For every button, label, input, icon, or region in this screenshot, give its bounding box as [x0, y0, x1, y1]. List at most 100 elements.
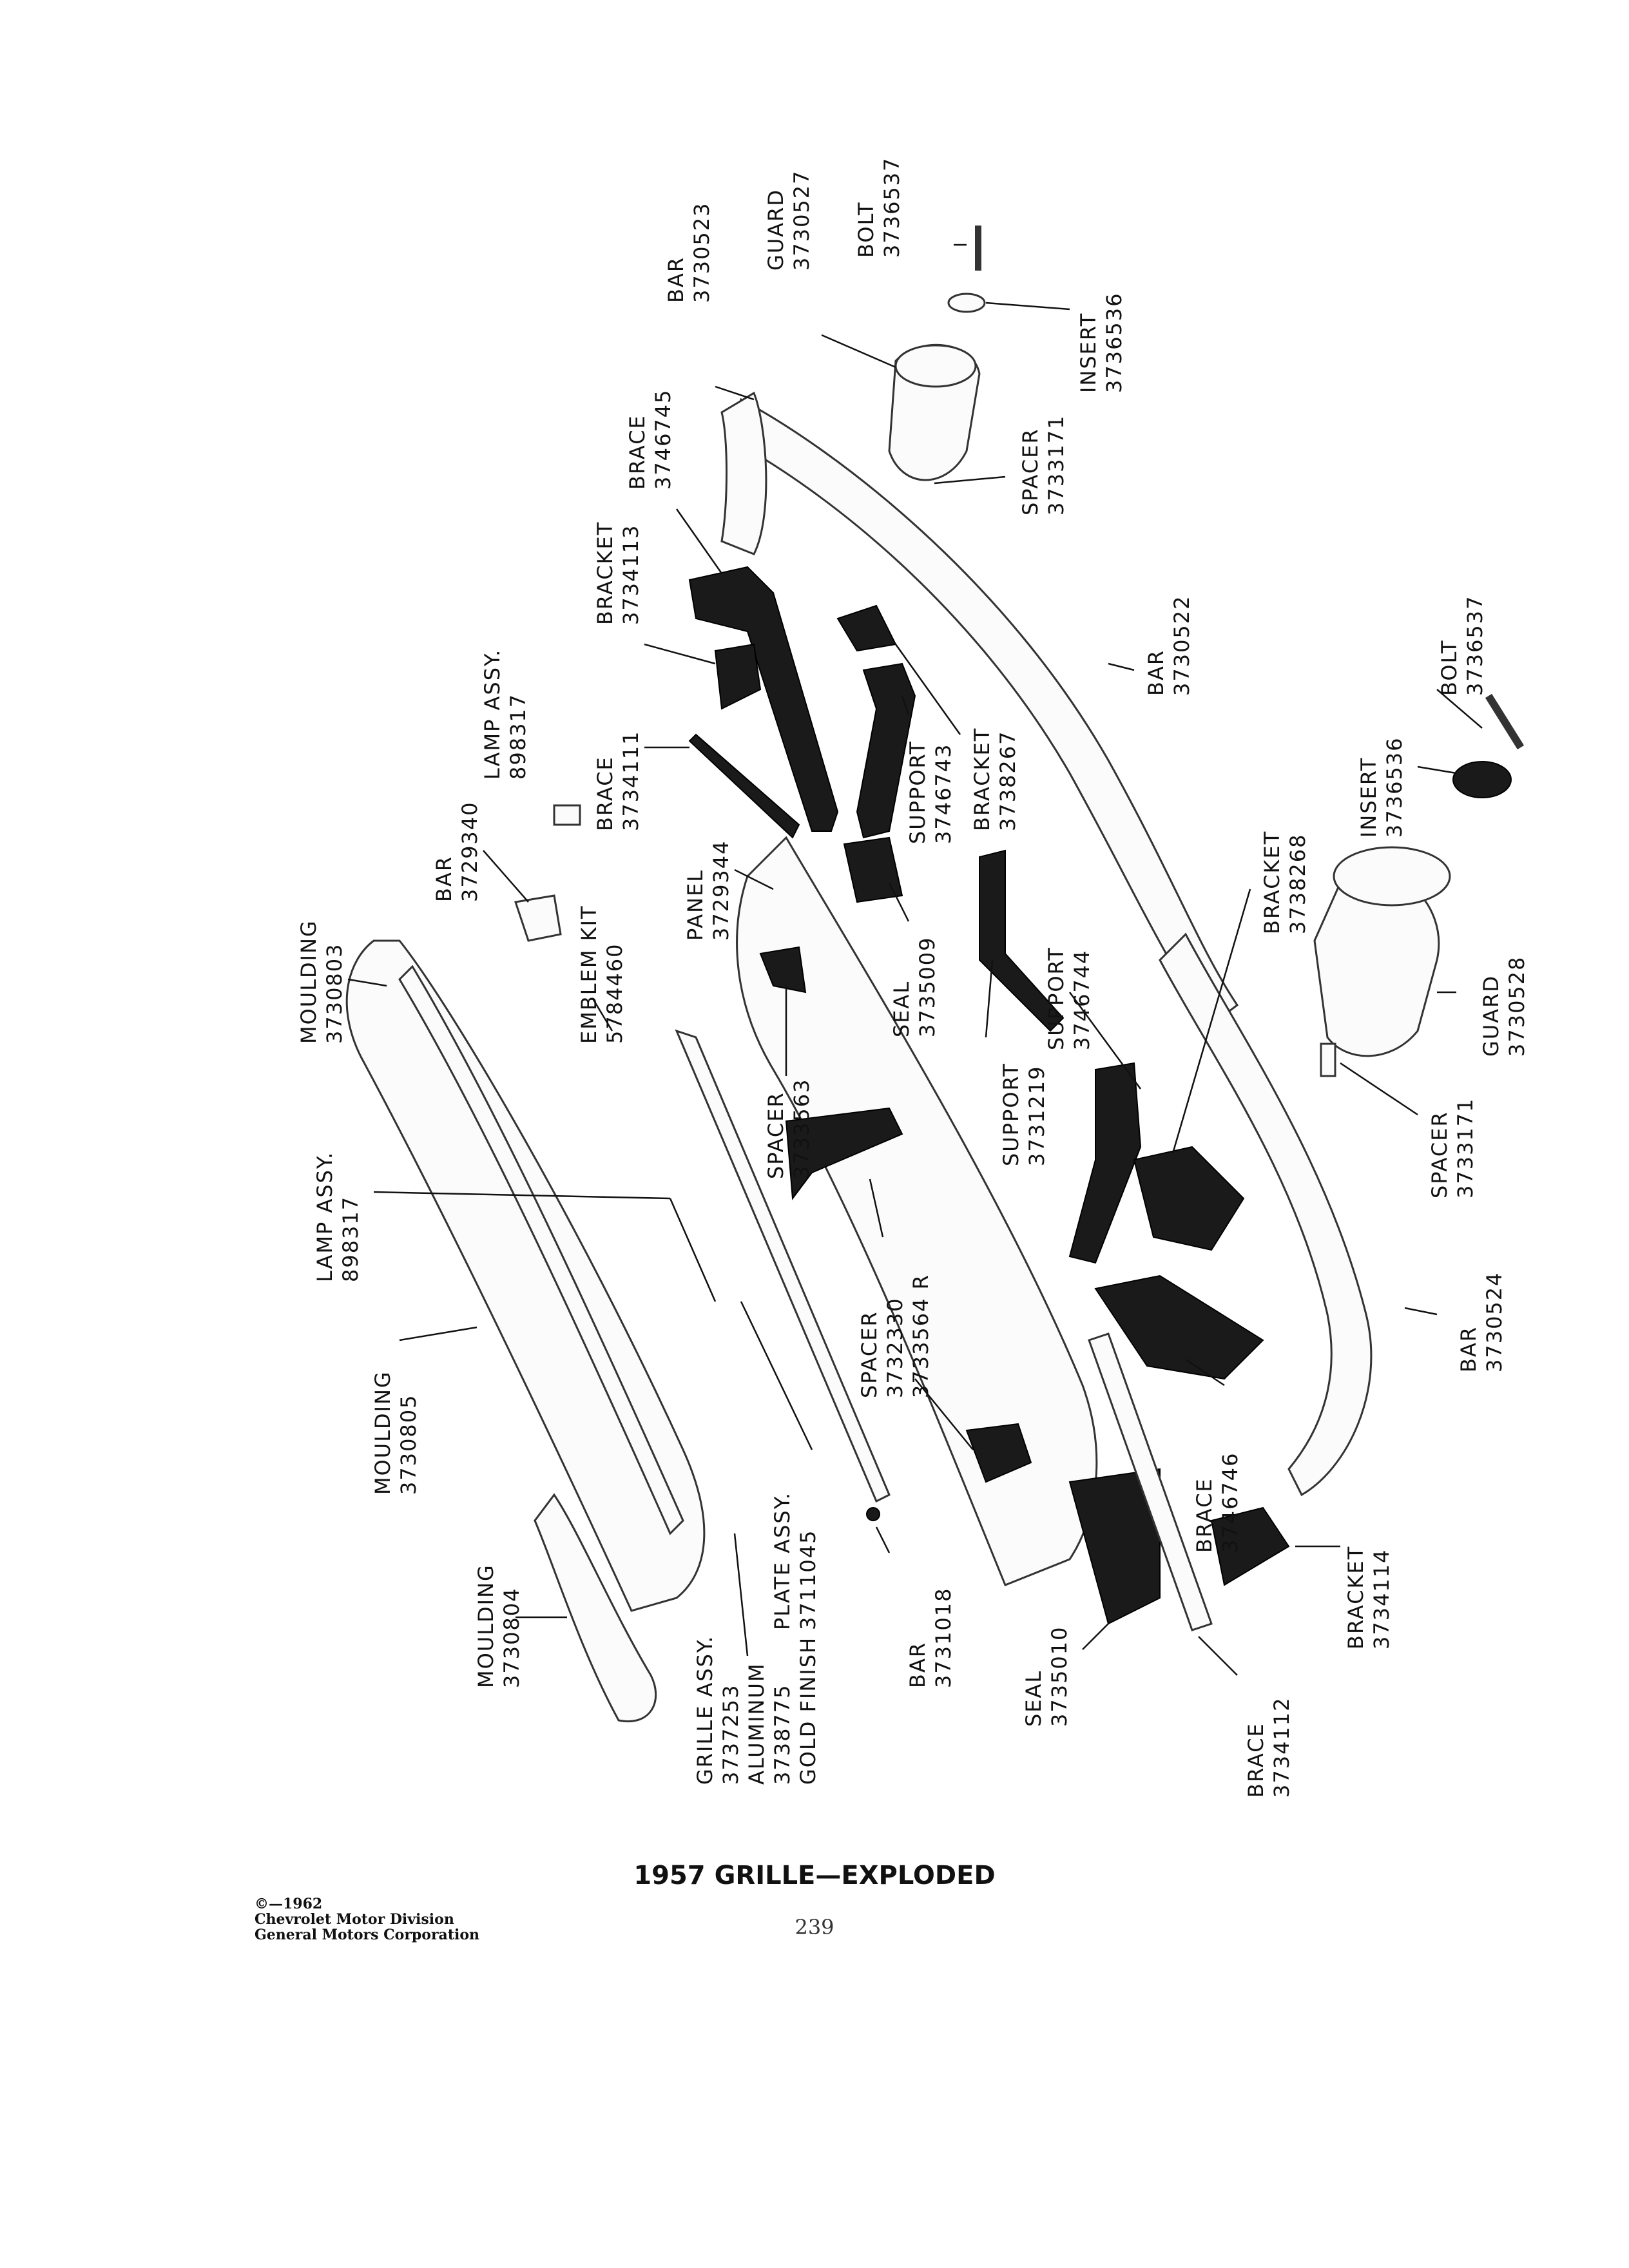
callout-line: 3730527: [789, 169, 814, 271]
callout-line: INSERT: [1076, 312, 1101, 393]
leader-plate-assy: [740, 1301, 813, 1450]
callout-line: 3729340: [458, 801, 482, 902]
support-3746743-part: [856, 662, 916, 839]
leader-bar-3729340: [483, 850, 529, 903]
leader-emblem: [592, 998, 613, 1032]
leader-bar-3730524: [1404, 1307, 1438, 1316]
callout-line: SUPPORT: [999, 1062, 1023, 1166]
callout-line: 3730804: [499, 1587, 524, 1688]
brace-3746746-part: [1094, 1274, 1264, 1380]
callout-line: BAR: [1456, 1326, 1481, 1372]
callout-line: 3733171: [1044, 414, 1068, 515]
leader-moulding-3730805: [399, 1326, 477, 1341]
seal-3735010-part: [1068, 1468, 1161, 1625]
leader-seal-3735010: [1082, 1623, 1109, 1650]
callout-line: 898317: [506, 693, 530, 780]
support-3731219-part: [979, 849, 1065, 1032]
callout-line: GRILLE ASSY.: [693, 1635, 717, 1785]
brace-3734111-part: [688, 733, 800, 839]
callout-line: 3729344: [709, 840, 733, 941]
bolt-right-part: [1485, 693, 1525, 750]
leader-grille-assy: [733, 1533, 749, 1657]
bar-3731018-part: [866, 1507, 880, 1521]
callout-line: 3731219: [1025, 1065, 1049, 1166]
callout-line: GUARD: [1479, 975, 1503, 1057]
bracket-3734114-part: [1210, 1506, 1290, 1586]
callout-line: 3735009: [915, 936, 940, 1037]
callout-line: 3738267: [996, 730, 1020, 831]
callout-line: 3736537: [880, 157, 904, 258]
callout-line: BOLT: [1437, 639, 1461, 696]
leader-support-3731219: [985, 959, 994, 1038]
callout-line: 3730522: [1170, 595, 1194, 696]
spacer-3733563-part: [759, 946, 807, 994]
callout-line: 3731018: [931, 1587, 956, 1688]
callout-line: SPACER: [1427, 1111, 1452, 1198]
callout-line: SPACER: [764, 1091, 788, 1179]
bar-end-top-part: [720, 391, 767, 555]
leader-brace-3746746: [1185, 1358, 1225, 1387]
callout-line: 3735010: [1047, 1626, 1072, 1727]
callout-line: LAMP ASSY.: [480, 649, 505, 780]
leader-lines: [347, 244, 1483, 1676]
leader-spacer-3733564: [914, 1378, 974, 1450]
callout-line: 3734112: [1269, 1696, 1294, 1798]
leader-bracket-3734113: [644, 643, 716, 665]
leader-lamp-left-2: [669, 1198, 717, 1302]
callout-line: 3746745: [651, 389, 675, 490]
callout-line: SPACER: [857, 1311, 882, 1398]
leader-panel-3729344: [734, 869, 774, 890]
callout-line: BRACKET: [593, 521, 617, 625]
leader-bar-3730522: [1108, 662, 1135, 671]
leader-bracket-3738268: [1171, 889, 1251, 1154]
callout-lamp-assy-898317-top: LAMP ASSY.898317: [480, 649, 530, 780]
callout-line: MOULDING: [371, 1370, 395, 1495]
insert-right-part: [1452, 761, 1512, 798]
callout-line: MOULDING: [474, 1564, 498, 1688]
leader-spacer-3732330: [869, 1178, 884, 1238]
seal-3735009-part: [843, 836, 903, 903]
callout-line: ALUMINUM: [744, 1662, 769, 1785]
leader-spacer-top: [934, 476, 1006, 485]
callout-line: 3736536: [1382, 736, 1407, 838]
callout-line: 3711045: [796, 1529, 820, 1630]
callout-line: INSERT: [1356, 757, 1381, 838]
callout-line: 5784460: [602, 943, 627, 1044]
bracket-3738268-part: [1133, 1146, 1245, 1251]
guard-right-face: [1333, 846, 1451, 907]
copyright-division: Chevrolet Motor Division: [255, 1911, 454, 1928]
callout-line: BRACE: [1192, 1477, 1217, 1553]
callout-line: BAR: [905, 1642, 930, 1688]
callout-line: SUPPORT: [905, 740, 930, 844]
parts-illustration: [345, 226, 1525, 1722]
callout-line: PLATE ASSY.: [770, 1492, 795, 1630]
callout-line: 3746744: [1070, 949, 1094, 1050]
callout-line: BRACE: [593, 756, 617, 831]
leader-support-3746744: [1068, 992, 1142, 1090]
guard-top-face: [894, 344, 977, 388]
moulding-end-part: [534, 1493, 657, 1722]
callout-line: 3733563: [789, 1078, 814, 1179]
copyright-corporation: General Motors Corporation: [255, 1927, 480, 1943]
